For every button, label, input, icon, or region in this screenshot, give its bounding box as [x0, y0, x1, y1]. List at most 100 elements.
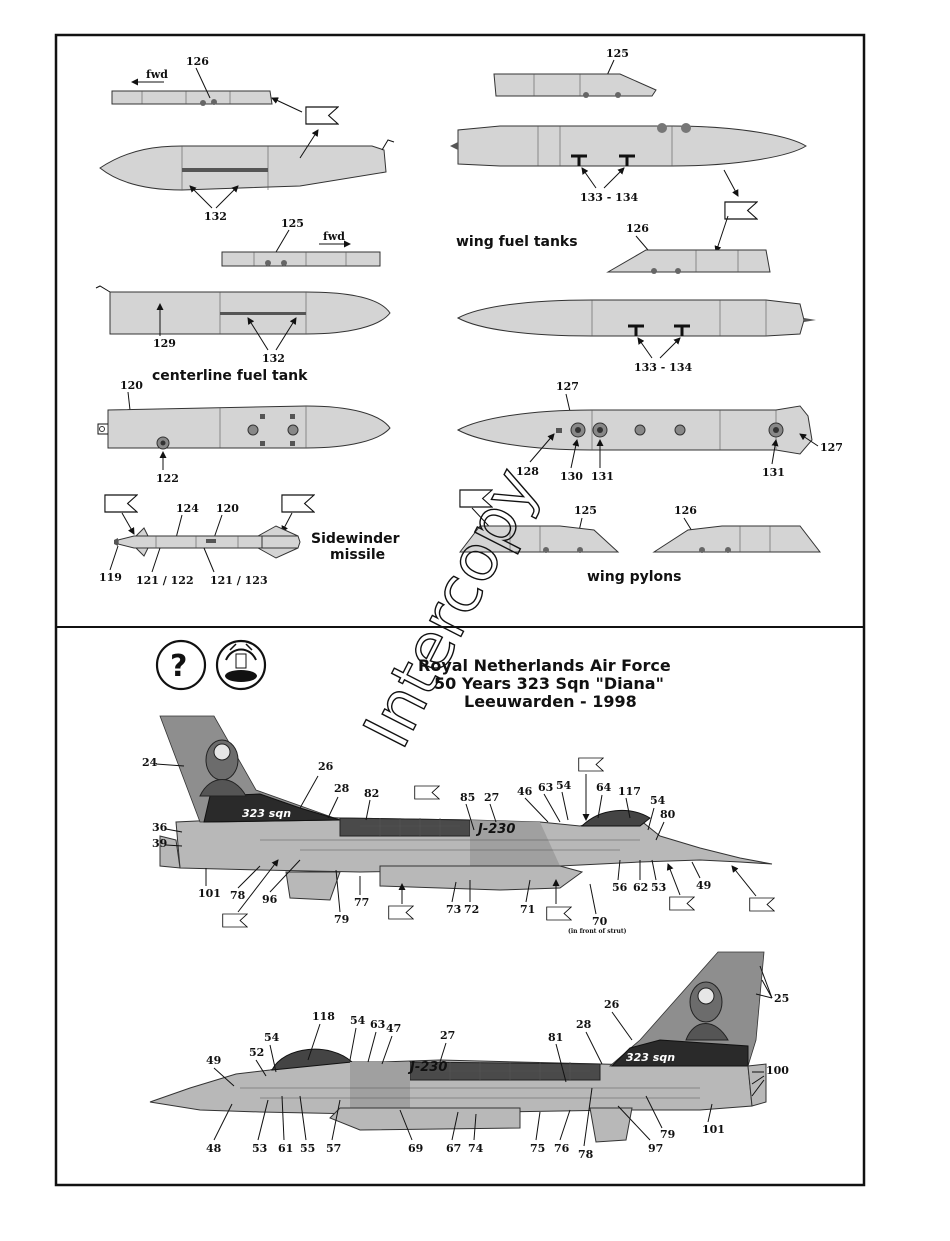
jet1-tail-band — [203, 793, 341, 823]
callout-132: 132 — [204, 210, 227, 223]
jet1-callout-117: 117 — [618, 785, 641, 798]
jet1-callout-62: 62 — [633, 881, 648, 894]
svg-text:?: ? — [170, 649, 187, 684]
jet1-callout-39: 39 — [152, 837, 167, 850]
jet1-callout-63: 63 — [538, 781, 553, 794]
wing-tank-1 — [457, 125, 807, 167]
jet1-flag-3 — [222, 913, 248, 928]
callout-125c: 125 — [574, 504, 597, 517]
jet1-callout-73: 73 — [446, 903, 461, 916]
callout-122: 122 — [156, 472, 179, 485]
callout-128: 128 — [516, 465, 539, 478]
jet2-callout-101: 101 — [702, 1123, 725, 1136]
sidewinder-body — [117, 535, 263, 549]
jet2-callout-100: 100 — [766, 1064, 789, 1077]
jet1-flag-6 — [669, 896, 695, 911]
sheet-border — [54, 33, 866, 1187]
jet2-callout-28: 28 — [576, 1018, 592, 1031]
jet2-ventral — [589, 1107, 633, 1143]
jet2-callout-67: 67 — [446, 1142, 461, 1155]
jet1-flag-1 — [414, 785, 440, 800]
jet2-callout-52: 52 — [249, 1046, 264, 1059]
jet1-callout-70: 70 — [592, 915, 608, 928]
jet1-callout-49: 49 — [696, 879, 711, 892]
jet2-callout-25: 25 — [774, 992, 789, 1005]
wing-pylon-left — [458, 525, 620, 553]
wing-tank-2 — [456, 299, 805, 337]
jet1-nozzle — [159, 835, 181, 869]
callout-126b: 126 — [626, 222, 649, 235]
f16-starboard-profile: 323 sqn J-230 25 26 28 81 118 54 63 47 2… — [149, 951, 789, 1161]
callout-125: 125 — [281, 217, 304, 230]
decal-flag-marker-sw1 — [104, 494, 138, 513]
jet2-callout-55: 55 — [300, 1142, 315, 1155]
jet2-callout-27: 27 — [440, 1029, 455, 1042]
jet1-tail-text: 323 sqn — [242, 807, 291, 820]
centerline-pylon — [111, 90, 273, 105]
question-mark-icon: ? — [155, 639, 207, 691]
jet1-callout-70-note: (in front of strut) — [568, 928, 627, 935]
jet2-callout-118: 118 — [312, 1010, 335, 1023]
callout-121-122: 121 / 122 — [136, 574, 194, 587]
jet1-callout-28: 28 — [334, 782, 350, 795]
caption-wing-pylons: wing pylons — [587, 569, 681, 585]
jet2-callout-49: 49 — [206, 1054, 221, 1067]
jet1-callout-101: 101 — [198, 887, 221, 900]
jet2-tail-band — [610, 1039, 749, 1067]
caption-missile: missile — [330, 547, 385, 563]
jet1-callout-54b: 54 — [650, 794, 666, 807]
jet2-callout-48: 48 — [206, 1142, 222, 1155]
title-line-2: 50 Years 323 Sqn "Diana" — [434, 674, 664, 693]
callout-127: 127 — [556, 380, 579, 393]
jet1-callout-82: 82 — [364, 787, 379, 800]
callout-126: 126 — [186, 55, 209, 68]
caption-sidewinder: Sidewinder — [311, 531, 400, 547]
callout-121-123: 121 / 123 — [210, 574, 268, 587]
wing-pylon-1 — [493, 73, 657, 97]
jet1-flag-2 — [578, 757, 604, 772]
jet1-intake — [379, 865, 584, 891]
sidewinder-group: 124 120 119 121 / 122 121 / 123 Sidewind… — [99, 494, 400, 587]
jet2-callout-26: 26 — [604, 998, 620, 1011]
f16-port-profile: 323 sqn J-230 24 26 28 82 36 39 85 27 46… — [142, 715, 775, 935]
callout-129: 129 — [153, 337, 176, 350]
decal-flag-marker — [305, 106, 339, 125]
jet1-callout-54: 54 — [556, 779, 572, 792]
fwd-label: fwd — [146, 68, 168, 81]
jet1-flag-5 — [546, 906, 572, 921]
caption-centerline-fuel-tank: centerline fuel tank — [152, 368, 308, 384]
jet1-ventral — [285, 871, 341, 901]
jet2-callout-54: 54 — [350, 1014, 366, 1027]
callout-125b: 125 — [606, 47, 629, 60]
jet1-callout-24: 24 — [142, 756, 158, 769]
fwd-label-2: fwd — [323, 230, 345, 243]
jet2-callout-97: 97 — [648, 1142, 663, 1155]
jet2-callout-57: 57 — [326, 1142, 341, 1155]
jet2-callout-69: 69 — [408, 1142, 423, 1155]
jet2-registration: J-230 — [407, 1060, 447, 1075]
centerline-tank-group: fwd 126 132 125 fwd 129 132 centerli — [95, 55, 395, 485]
jet2-callout-74: 74 — [468, 1142, 484, 1155]
jet1-callout-64: 64 — [596, 781, 612, 794]
jet1-callout-85: 85 — [460, 791, 475, 804]
decal-flag-marker-sw2 — [281, 494, 315, 513]
jet2-callout-47: 47 — [386, 1022, 401, 1035]
jet1-flag-4 — [388, 905, 414, 920]
callout-131: 131 — [591, 470, 614, 483]
jet2-callout-63: 63 — [370, 1018, 385, 1031]
jet1-callout-80: 80 — [660, 808, 676, 821]
jet1-callout-72: 72 — [464, 903, 479, 916]
callout-133-134: 133 - 134 — [580, 191, 638, 204]
callout-132b: 132 — [262, 352, 285, 365]
decal-flag-marker-wt — [724, 201, 758, 220]
jet2-callout-81: 81 — [548, 1031, 563, 1044]
jet2-intake — [329, 1107, 521, 1131]
callout-133-134b: 133 - 134 — [634, 361, 692, 374]
callout-130: 130 — [560, 470, 583, 483]
jet1-registration: J-230 — [475, 822, 515, 837]
callout-127b: 127 — [820, 441, 843, 454]
callout-120b: 120 — [216, 502, 239, 515]
jet2-callout-54b: 54 — [264, 1031, 280, 1044]
jet2-callout-78: 78 — [578, 1148, 594, 1161]
jet1-callout-79: 79 — [334, 913, 349, 926]
